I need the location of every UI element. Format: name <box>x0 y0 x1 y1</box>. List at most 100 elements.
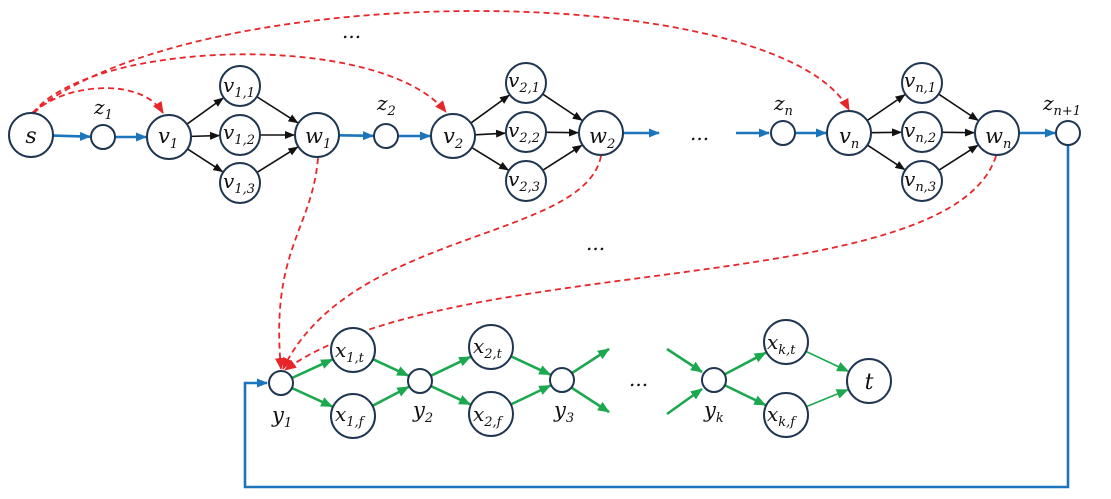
node-label-yk: yk <box>703 398 724 426</box>
node-label-v12: v1,2 <box>223 120 255 148</box>
node-label-y1: y1 <box>271 403 292 431</box>
edge-y1-x1t <box>291 358 334 380</box>
node-v22 <box>505 111 547 153</box>
node-y3 <box>549 367 575 393</box>
node-label-w2: w2 <box>589 124 615 152</box>
node-label-v13: v1,3 <box>223 169 255 197</box>
node-label-z2: z2 <box>376 91 396 119</box>
node-label-v2: v2 <box>443 124 463 152</box>
edge-vn-vn1 <box>866 94 906 122</box>
node-v1 <box>146 114 192 160</box>
node-label-v11: v1,1 <box>223 73 255 101</box>
edge-yk-xkt <box>724 351 767 376</box>
node-vn1 <box>901 62 943 104</box>
edge-y3-out-up <box>571 347 610 375</box>
edge-v2-v23 <box>471 146 509 171</box>
edge-v13-w1 <box>256 146 299 174</box>
node-x1t <box>330 327 376 373</box>
node-v13 <box>219 162 261 204</box>
node-label-v23: v2,3 <box>508 167 540 195</box>
node-label-xkt: xk,t <box>767 330 796 358</box>
node-vn <box>826 110 872 156</box>
edge-x2f-y3 <box>510 384 552 406</box>
dashed-s-vn <box>31 10 850 114</box>
edge-v23-w2 <box>542 144 583 171</box>
node-label-x2f: x2,f <box>473 402 504 430</box>
dashed-s-v1 <box>33 87 164 114</box>
node-label-vn2: vn,2 <box>904 118 936 146</box>
edge-xkf-t <box>806 388 849 408</box>
edge-y3-out-down <box>571 386 610 414</box>
edge-x1f-y2 <box>371 385 410 407</box>
node-label-vn: vn <box>839 124 859 152</box>
edge-vn-vn3 <box>866 144 906 171</box>
node-label-y2: y2 <box>412 398 433 426</box>
ellipsis-red-lines: ... <box>586 231 605 255</box>
edge-in-yk-down <box>666 387 703 416</box>
edge-v1-v11 <box>186 97 224 125</box>
edge-x1t-y2 <box>372 358 410 377</box>
node-xkf <box>763 392 809 438</box>
node-label-zn: zn <box>773 91 793 119</box>
nodes-layer <box>8 62 1081 439</box>
ellipsis-middle-row: ... <box>690 121 709 145</box>
node-label-x2t: x2,t <box>473 334 503 362</box>
edge-y2-x2f <box>430 384 472 406</box>
edge-v11-w1 <box>256 96 299 124</box>
node-label-z1: z1 <box>93 95 113 123</box>
node-v12 <box>219 114 261 156</box>
node-vn2 <box>901 111 943 153</box>
node-label-y3: y3 <box>553 398 574 426</box>
node-label-s: s <box>25 124 36 149</box>
node-w2 <box>578 110 624 156</box>
node-v2 <box>430 113 476 159</box>
edge-x2t-y3 <box>510 355 552 376</box>
edge-yk-xkf <box>724 384 767 407</box>
node-label-x1t: x1,t <box>335 338 365 366</box>
node-t <box>846 358 892 404</box>
edge-v2-v22 <box>474 129 507 138</box>
node-vn3 <box>901 160 943 202</box>
node-s <box>8 112 54 158</box>
ellipsis-top: ... <box>342 19 361 43</box>
node-x2t <box>468 324 514 370</box>
node-x1f <box>330 393 376 439</box>
edge-vn3-wn <box>938 144 979 171</box>
edges-layer <box>31 10 1070 489</box>
node-wn <box>974 110 1020 156</box>
node-yk <box>701 367 727 393</box>
dashed-s-v2 <box>32 53 447 114</box>
dashed-w2-y1 <box>282 155 602 370</box>
node-zn1 <box>1055 120 1081 146</box>
node-y2 <box>407 368 433 394</box>
edge-v1-v13 <box>187 148 224 173</box>
node-xkt <box>763 319 809 365</box>
node-label-xkf: xk,f <box>767 402 797 430</box>
edge-s-z1 <box>52 131 92 141</box>
dashed-wn-y1 <box>284 155 997 371</box>
node-v23 <box>505 160 547 202</box>
edge-y2-x2t <box>430 355 472 377</box>
node-v11 <box>219 65 261 107</box>
node-v21 <box>505 62 547 104</box>
edge-v2-v21 <box>470 94 510 124</box>
dashed-w1-y1 <box>275 157 319 370</box>
node-zn <box>770 120 796 146</box>
node-label-x1f: x1,f <box>335 402 366 430</box>
edge-v21-w2 <box>542 93 583 121</box>
edge-zn1-loop-y1 <box>243 145 1070 489</box>
edge-y1-x1f <box>291 386 334 408</box>
node-z2 <box>373 123 399 149</box>
node-label-t: t <box>865 370 874 395</box>
node-label-v1: v1 <box>158 124 178 152</box>
ellipsis-bottom-row: ... <box>629 367 648 391</box>
edge-v1-v12 <box>190 131 221 140</box>
node-x2f <box>468 391 514 437</box>
node-y1 <box>268 370 294 396</box>
node-label-vn3: vn,3 <box>904 167 936 195</box>
node-label-vn1: vn,1 <box>904 68 936 96</box>
edge-xkt-t <box>805 350 850 372</box>
node-w1 <box>294 112 340 158</box>
edge-vn1-wn <box>938 93 979 121</box>
